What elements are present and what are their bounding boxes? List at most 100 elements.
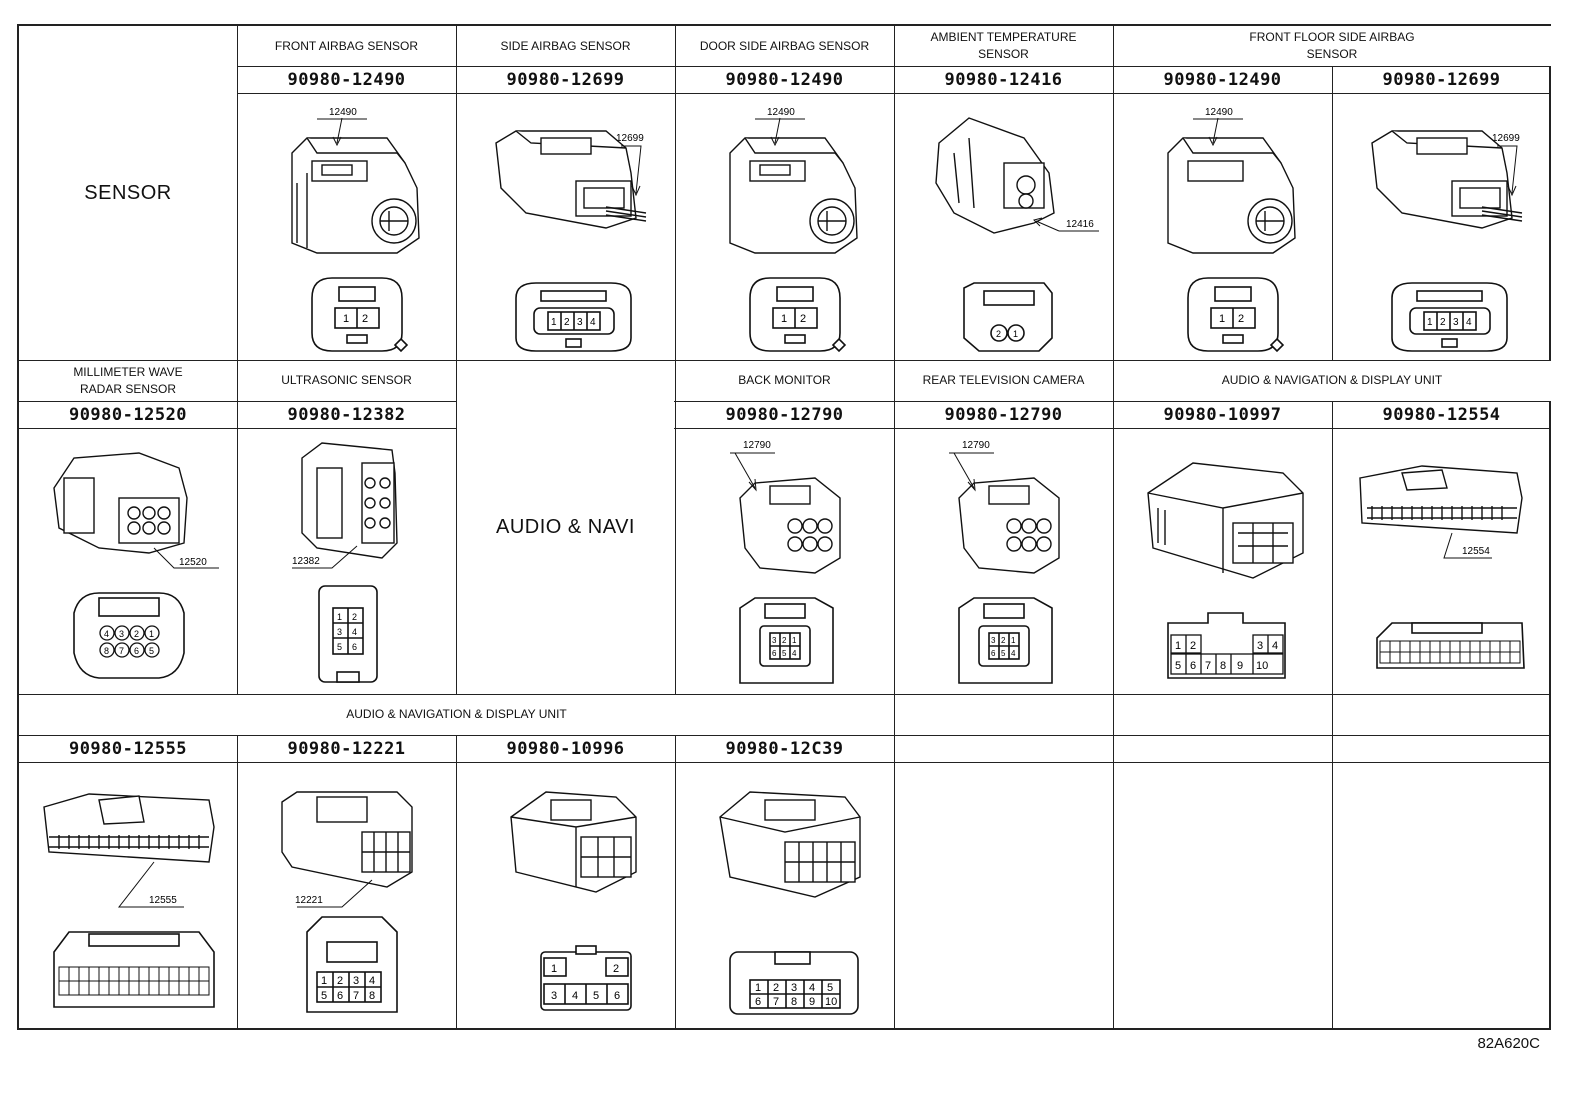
pin-label: 2	[996, 329, 1001, 339]
pin-label: 5	[321, 990, 327, 1002]
pin-label: 1	[1013, 329, 1018, 339]
part-number: 90980-12416	[944, 69, 1063, 90]
grid-line	[19, 735, 1551, 736]
pin-label: 3	[337, 627, 342, 637]
pin-label: 1	[337, 612, 342, 622]
connector-12C39-drawing: 1 2 3 4 5 6 7 8 9 10	[719, 791, 861, 1015]
grid-line	[19, 762, 1551, 763]
grid-line	[675, 26, 676, 1028]
part-number: 90980-12520	[68, 404, 188, 425]
grid-line	[894, 26, 895, 1028]
pin-label: 6	[1190, 660, 1196, 672]
pin-label: 6	[755, 996, 761, 1008]
part-number: 90980-12790	[944, 404, 1063, 425]
pin-label: 9	[809, 996, 815, 1008]
pin-label: 2	[134, 629, 139, 639]
grid-line	[237, 93, 1551, 94]
connector-12416-drawing: 12416 2 1	[935, 117, 1099, 352]
grid-line	[19, 428, 1551, 429]
part-number: 90980-12C39	[725, 738, 844, 759]
category-label: DOOR SIDE AIRBAG SENSOR	[699, 38, 870, 53]
pin-label: 6	[991, 649, 996, 658]
pin-label: 4	[1272, 640, 1278, 652]
pin-label: 3	[791, 982, 797, 994]
callout-label: 12490	[329, 107, 357, 118]
pin-label: 3	[577, 317, 583, 328]
pin-label: 1	[1175, 640, 1181, 652]
pin-label: 1	[149, 629, 154, 639]
pin-label: 9	[1237, 660, 1243, 672]
part-number: 90980-10997	[1163, 404, 1282, 425]
category-label: SIDE AIRBAG SENSOR	[500, 38, 631, 53]
category-label: AMBIENT TEMPERATURE SENSOR	[930, 30, 1077, 61]
pin-label: 1	[343, 313, 349, 325]
pin-label: 1	[792, 636, 797, 645]
connector-12221-drawing: 12221 1 2 3 4 5 6 7 8	[281, 791, 413, 1013]
callout-label: 12555	[149, 895, 177, 906]
category-label: AUDIO & NAVIGATION & DISPLAY UNIT	[346, 707, 567, 721]
pin-label: 8	[1220, 660, 1226, 672]
connector-12554-drawing: 12554	[1359, 465, 1525, 669]
pin-label: 8	[104, 646, 109, 656]
pin-label: 2	[1238, 313, 1244, 325]
pin-label: 4	[809, 982, 815, 994]
pin-label: 1	[1011, 636, 1016, 645]
sensor-section-label: SENSOR	[84, 181, 172, 204]
pin-label: 6	[337, 990, 343, 1002]
grid-line	[19, 401, 1551, 402]
connector-table: SENSOR AUDIO & NAVI FRONT AIRBAG SENSOR …	[17, 24, 1551, 1030]
pin-label: 4	[792, 649, 797, 658]
part-number: 90980-12790	[725, 404, 844, 425]
pin-label: 10	[825, 996, 837, 1008]
callout-label: 12221	[295, 895, 323, 906]
pin-label: 1	[755, 982, 761, 994]
connector-10996-drawing: 1 2 3 4 5 6	[510, 791, 637, 1011]
callout-label: 12790	[962, 440, 990, 451]
category-label: FRONT AIRBAG SENSOR	[274, 38, 419, 53]
grid-line	[237, 66, 1551, 67]
category-label: FRONT FLOOR SIDE AIRBAG SENSOR	[1249, 30, 1415, 61]
callout-label: 12790	[743, 440, 771, 451]
pin-label: 4	[1011, 649, 1016, 658]
category-label: MILLIMETER WAVE RADAR SENSOR	[73, 364, 183, 396]
callout-label: 12382	[292, 556, 320, 567]
pin-label: 2	[613, 963, 619, 975]
pin-label: 3	[772, 636, 777, 645]
part-number: 90980-12490	[287, 69, 406, 90]
part-number: 90980-12382	[287, 404, 406, 425]
connector-12382-drawing: 12382 1 2 3 4 5 6	[292, 442, 398, 683]
pin-label: 7	[1205, 660, 1211, 672]
pin-label: 5	[1001, 649, 1006, 658]
pin-label: 5	[782, 649, 787, 658]
connector-12790-drawing: 12790 3 2 1 6 5 4	[730, 440, 841, 684]
part-number: 90980-12699	[506, 69, 625, 90]
pin-label: 2	[782, 636, 787, 645]
pin-label: 4	[352, 627, 357, 637]
connector-12490-drawing: 12490 1 2	[729, 107, 858, 353]
pin-label: 4	[104, 629, 109, 639]
callout-label: 12490	[767, 107, 795, 118]
pin-label: 3	[119, 629, 124, 639]
callout-label: 12520	[179, 557, 207, 568]
pin-label: 2	[352, 612, 357, 622]
pin-label: 1	[1427, 317, 1433, 328]
connector-12490-drawing: 12490 1 2	[1167, 107, 1296, 353]
pin-label: 1	[551, 317, 557, 328]
category-label: AUDIO & NAVIGATION & DISPLAY UNIT	[1221, 373, 1443, 387]
pin-label: 2	[1001, 636, 1006, 645]
grid-line	[19, 694, 1551, 695]
part-number: 90980-12555	[68, 738, 188, 759]
pin-label: 2	[337, 975, 343, 987]
pin-label: 4	[590, 317, 596, 328]
pin-label: 7	[353, 990, 359, 1002]
connector-12790-drawing: 12790 3 2 1 6 5 4	[949, 440, 1060, 684]
pin-label: 1	[781, 313, 787, 325]
part-number: 90980-12490	[1163, 69, 1282, 90]
pin-label: 1	[321, 975, 327, 987]
pin-label: 7	[119, 646, 124, 656]
pin-label: 2	[362, 313, 368, 325]
pin-label: 6	[772, 649, 777, 658]
pin-label: 5	[1175, 660, 1181, 672]
pin-label: 3	[1453, 317, 1459, 328]
callout-label: 12554	[1462, 546, 1490, 557]
